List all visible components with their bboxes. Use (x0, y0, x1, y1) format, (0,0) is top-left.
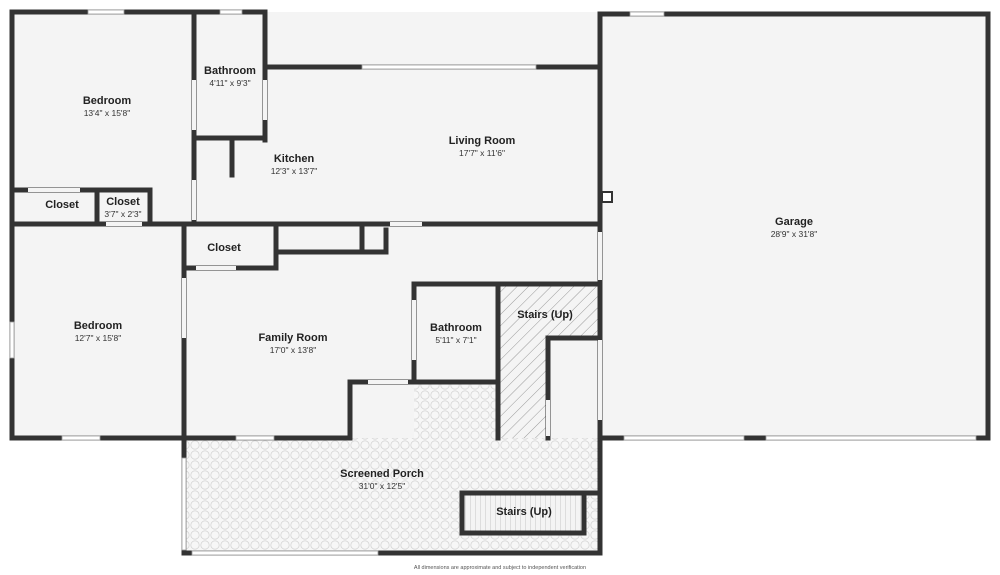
room-dims-bedroom-2: 12'7" x 15'8" (75, 333, 122, 343)
room-dims-garage: 28'9" x 31'8" (771, 229, 818, 239)
room-name-bathroom-2: Bathroom (430, 322, 482, 334)
room-dims-living-room: 17'7" x 11'6" (459, 148, 505, 158)
room-name-stairs-2: Stairs (Up) (496, 506, 552, 518)
room-labels: Bedroom 13'4" x 15'8" Bathroom 4'11" x 9… (45, 65, 817, 518)
room-dims-kitchen: 12'3" x 13'7" (271, 166, 318, 176)
room-name-closet-1: Closet (45, 199, 79, 211)
room-name-kitchen: Kitchen (274, 153, 315, 165)
room-dims-bathroom-1: 4'11" x 9'3" (209, 78, 250, 88)
panel-box (601, 191, 613, 203)
room-dims-screened-porch: 31'0" x 12'5" (359, 481, 406, 491)
disclaimer-footer: All dimensions are approximate and subje… (413, 565, 587, 571)
room-name-bedroom-2: Bedroom (74, 320, 123, 332)
room-name-screened-porch: Screened Porch (340, 468, 424, 480)
room-name-garage: Garage (775, 216, 813, 228)
room-dims-bathroom-2: 5'11" x 7'1" (435, 335, 476, 345)
room-name-bathroom-1: Bathroom (204, 65, 256, 77)
room-name-closet-3: Closet (207, 242, 241, 254)
room-name-family-room: Family Room (258, 332, 327, 344)
room-dims-family-room: 17'0" x 13'8" (270, 345, 317, 355)
door-openings (28, 80, 602, 436)
room-name-living-room: Living Room (449, 135, 516, 147)
porch-stairs-treads (462, 493, 584, 533)
room-dims-closet-2: 3'7" x 2'3" (104, 209, 141, 219)
room-name-closet-2: Closet (106, 196, 140, 208)
room-dims-bedroom-1: 13'4" x 15'8" (84, 108, 131, 118)
room-name-stairs-1: Stairs (Up) (517, 309, 573, 321)
floors (12, 12, 988, 553)
room-name-bedroom-1: Bedroom (83, 95, 132, 107)
windows (9, 9, 977, 556)
